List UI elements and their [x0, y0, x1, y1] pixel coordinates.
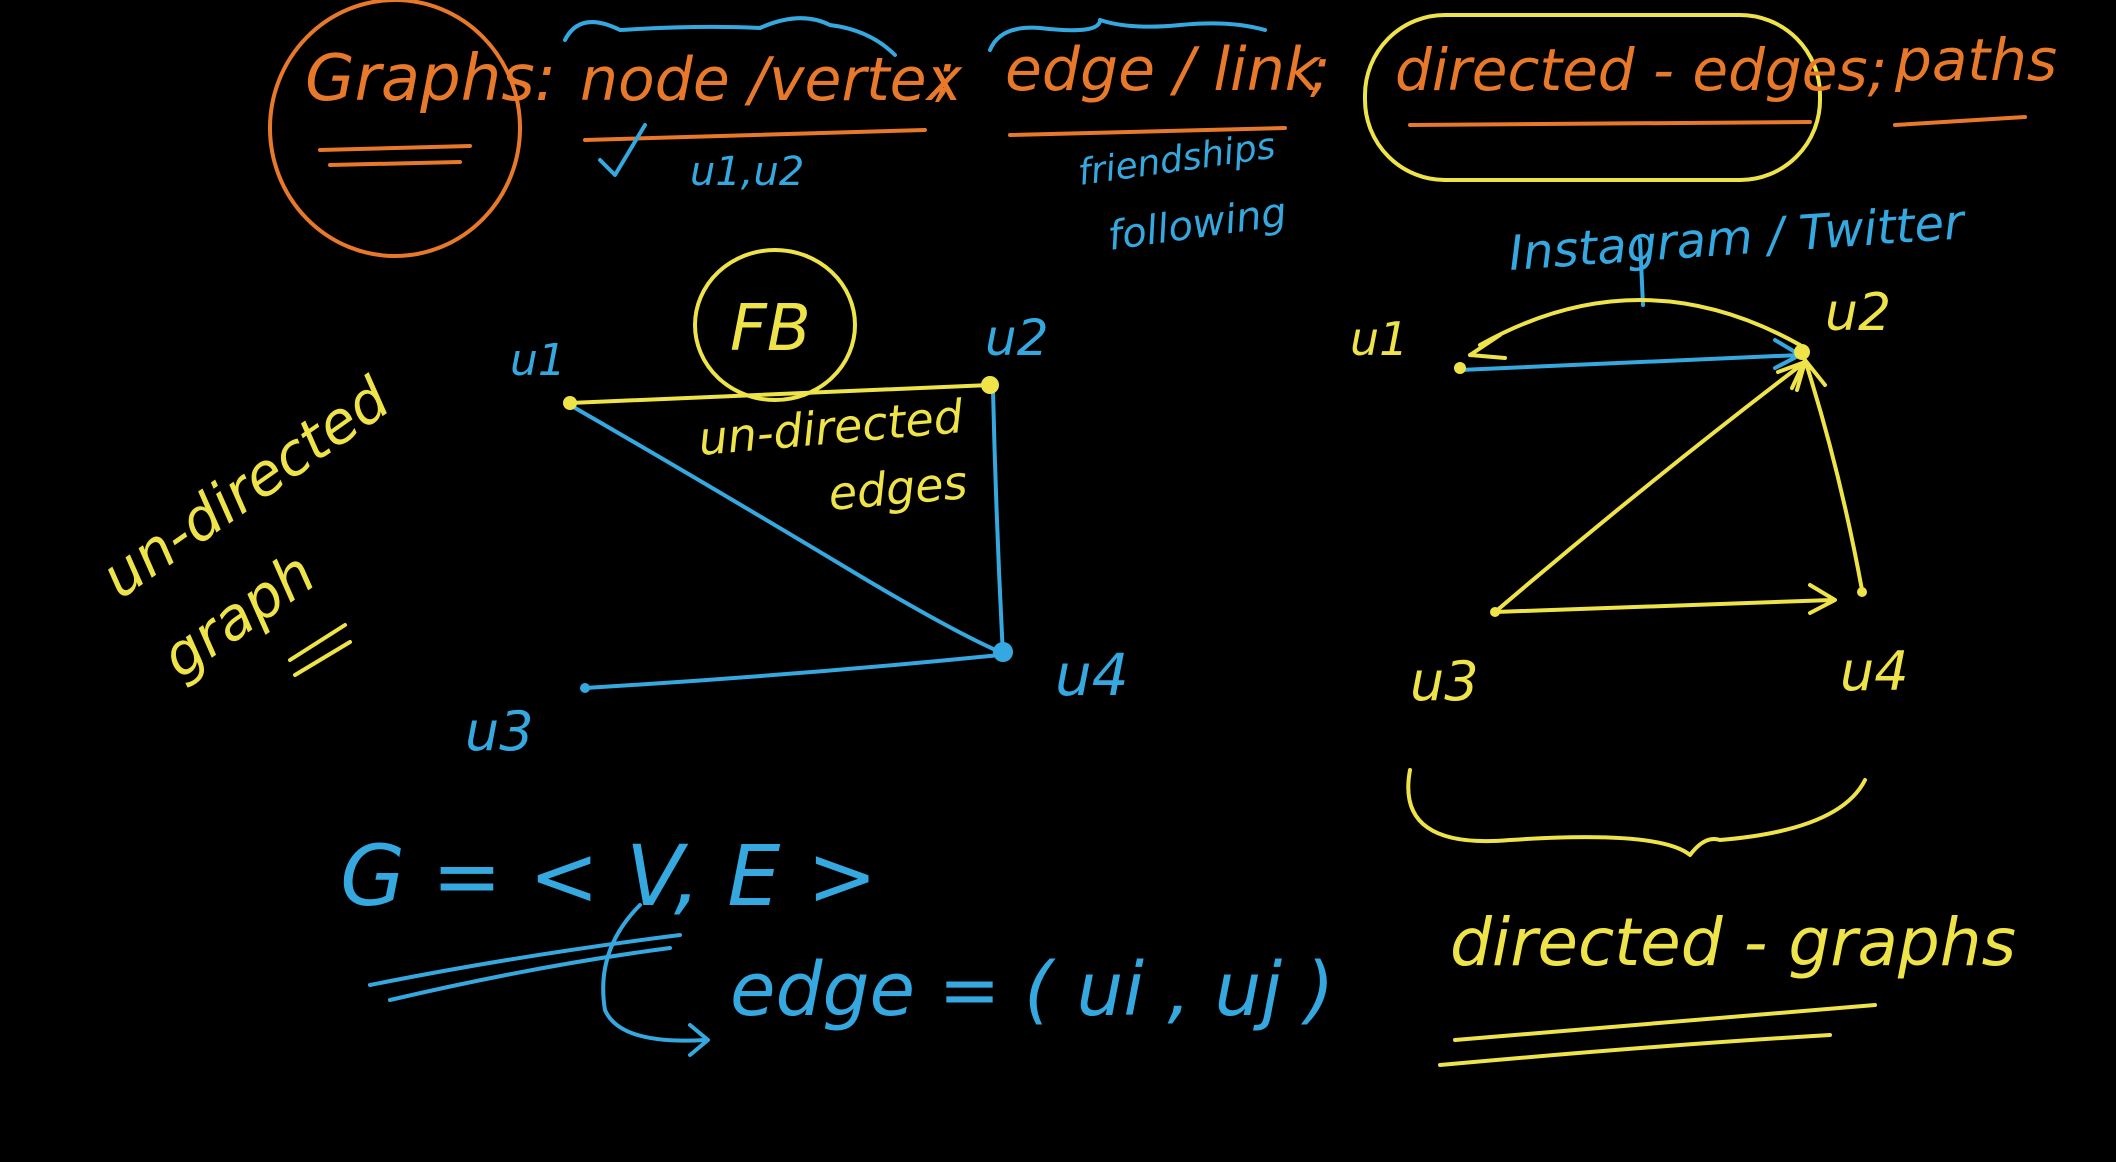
- undirected-graph: FB u1 u2 u3 u4 un-directed edges un-dire…: [89, 248, 1129, 763]
- arrow-u3-to-u4: [1493, 583, 1837, 615]
- edge-sub-friendships: friendships: [1076, 126, 1278, 194]
- fb-label: FB: [730, 292, 811, 366]
- label-u1: u1: [510, 335, 566, 386]
- label-u2-directed: u2: [1825, 283, 1891, 343]
- arc-u2-to-u1: [1468, 298, 1802, 360]
- arrow-u1-to-u2: [1458, 338, 1802, 372]
- edge-u2-u4: [991, 388, 1005, 657]
- fb-circle: [693, 248, 857, 402]
- graphs-underline: [318, 144, 472, 167]
- formula-arrow: [601, 903, 710, 1057]
- directed-graph-underline: [1438, 1003, 1877, 1067]
- platform-pointer: [1638, 238, 1645, 307]
- paths-underline: [1893, 115, 2027, 127]
- node-vertex-underline: [583, 128, 927, 142]
- undirected-graph-underline: [288, 623, 352, 677]
- label-u1-directed: u1: [1350, 312, 1408, 366]
- arrow-u3-to-u2: [1493, 360, 1807, 614]
- node-vertex-label: node /vertex: [580, 45, 963, 115]
- edge-u1-u2: [568, 383, 992, 405]
- label-u4-directed: u4: [1840, 640, 1909, 703]
- undirected-edges-label-2: edges: [826, 455, 969, 521]
- edge-u1-u4: [568, 403, 1002, 654]
- edge-link-underline: [1008, 126, 1287, 137]
- paths-label: paths: [1894, 26, 2057, 94]
- node-u3: [580, 683, 590, 693]
- node-u1-directed: [1454, 362, 1466, 374]
- separator-2: ;: [1310, 35, 1330, 105]
- directed-graph-label: directed - graphs: [1450, 904, 2016, 981]
- node-u4: [993, 642, 1013, 662]
- node-u3-directed: [1490, 607, 1500, 617]
- label-u3: u3: [465, 700, 534, 763]
- formula-g: G = < V, E >: [340, 827, 877, 925]
- node-u2: [981, 376, 999, 394]
- graphs-circle: [268, 0, 522, 258]
- directed-graph-brace: [1406, 768, 1867, 857]
- arrow-u4-to-u2: [1790, 358, 1864, 592]
- node-u1: [563, 396, 577, 410]
- node-sub-label: u1,u2: [690, 149, 804, 195]
- graph-definition: G = < V, E > edge = ( ui , uj ): [340, 827, 1334, 1057]
- graphs-title: Graphs:: [305, 42, 556, 116]
- platform-label: Instagram / Twitter: [1507, 194, 1969, 282]
- directed-edges-box: [1363, 13, 1822, 182]
- edge-u3-u4: [583, 653, 1002, 690]
- directed-edges-label: directed - edges;: [1395, 36, 1887, 104]
- formula-edge: edge = ( ui , uj ): [730, 947, 1334, 1033]
- formula-underline: [368, 933, 682, 1002]
- label-u2: u2: [985, 309, 1049, 367]
- directed-edges-underline: [1408, 120, 1812, 127]
- edge-link-brace: [988, 18, 1267, 52]
- node-vertex-brace: [563, 16, 897, 57]
- separator-1: ;: [935, 40, 955, 110]
- node-u4-directed: [1857, 587, 1867, 597]
- node-u2-directed: [1794, 344, 1810, 360]
- label-u4: u4: [1055, 641, 1129, 709]
- edge-sub-following: following: [1105, 189, 1289, 260]
- edge-link-label: edge / link: [1005, 35, 1322, 105]
- label-u3-directed: u3: [1410, 650, 1479, 713]
- undirected-edges-label-1: un-directed: [696, 389, 965, 466]
- checkmark-icon: [598, 123, 647, 177]
- directed-graph: Instagram / Twitter u1 u2 u3 u4 directed…: [1350, 194, 2016, 1067]
